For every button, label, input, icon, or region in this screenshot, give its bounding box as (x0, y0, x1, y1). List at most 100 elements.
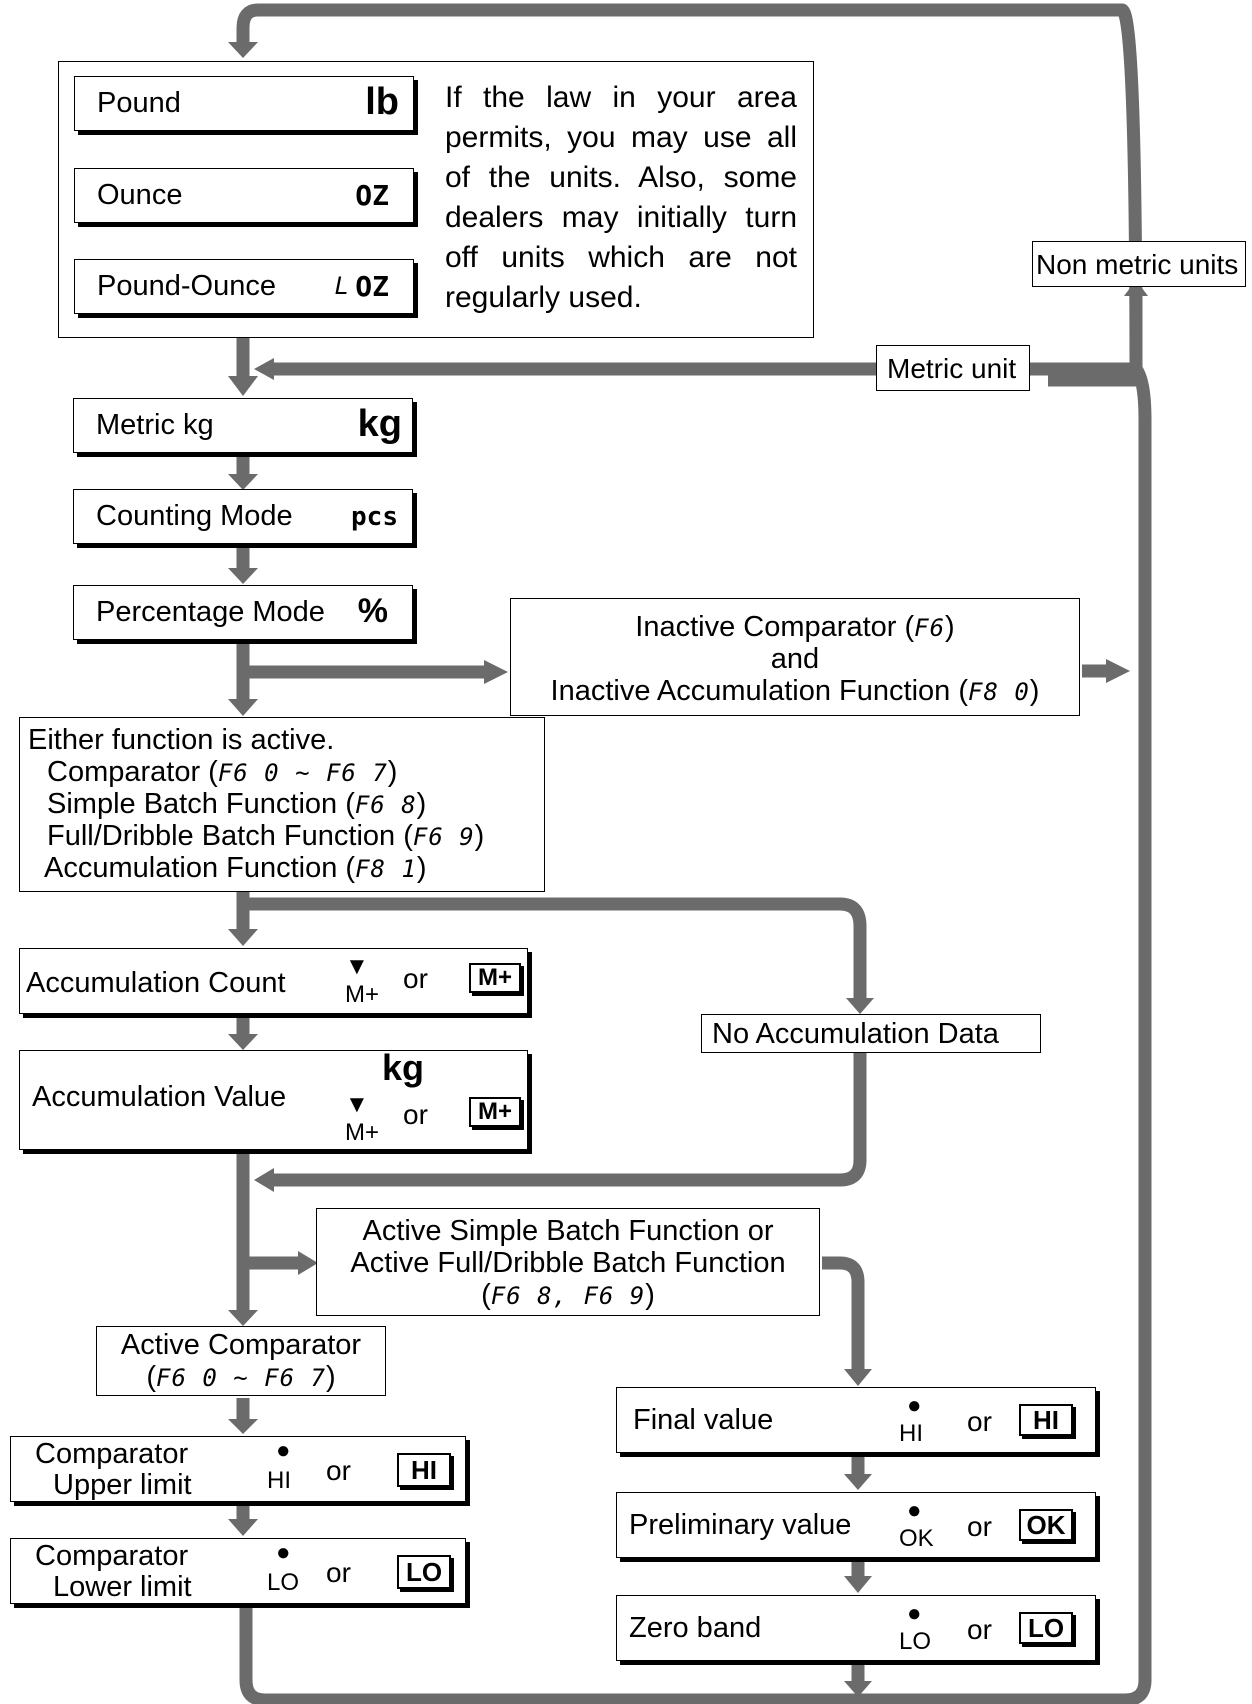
or-text-7: or (967, 1614, 992, 1645)
arrowhead-count (228, 929, 258, 946)
lo-key-icon: LO (397, 1555, 451, 1589)
units-note: If the law in your area permits, you may… (445, 81, 797, 314)
comparator-upper-box: Comparator Upper limit ● HI or HI (10, 1436, 466, 1502)
inactive-functions-box: Inactive Comparator (F6) and Inactive Ac… (510, 598, 1080, 716)
hi-key-icon: HI (397, 1453, 451, 1487)
arrowhead-final (844, 1369, 872, 1386)
non-metric-units-text: Non metric units (1036, 249, 1239, 280)
preliminary-value-label: Preliminary value (629, 1509, 852, 1541)
comparator-upper-line1: Comparator (35, 1438, 189, 1470)
batch-line2: Active Full/Dribble Batch Function (350, 1247, 786, 1279)
code-f8-1: F8 1 (355, 855, 417, 883)
triangle-indicator-icon: ▼ (345, 953, 369, 980)
comparator-line: Comparator (F6 0 ~ F6 7) (47, 756, 398, 788)
inactive-accumulation-line: Inactive Accumulation Function (F8 0) (550, 675, 1040, 707)
unit-box-pound-ounce: Pound-Ounce L OZ (74, 259, 414, 314)
accumulation-line: Accumulation Function (F8 1) (44, 852, 427, 884)
metric-unit-tag: Metric unit (876, 345, 1030, 391)
m-plus-indicator: M+ (345, 981, 380, 1008)
arrowhead-value (228, 1034, 258, 1050)
comparator-upper-line2: Upper limit (53, 1469, 192, 1501)
or-text-4: or (326, 1557, 351, 1588)
simple-batch-line: Simple Batch Function (F6 8) (47, 788, 427, 820)
code-f6-8-f6-9: F6 8, F6 9 (490, 1282, 646, 1310)
metric-unit-text: Metric unit (887, 353, 1017, 384)
arrowhead-noaccum (846, 998, 874, 1014)
lamp-dot-icon-3: ● (907, 1392, 922, 1419)
lamp-dot-icon-4: ● (907, 1497, 922, 1524)
final-value-box: Final value ● HI or HI (616, 1387, 1096, 1453)
hi-lamp-indicator-2: HI (899, 1420, 923, 1447)
accumulation-value-box: Accumulation Value kg ▼ M+ or M+ (19, 1047, 528, 1150)
triangle-indicator-icon-2: ▼ (345, 1091, 369, 1118)
and-text: and (770, 643, 820, 675)
comparator-lower-line1: Comparator (35, 1540, 189, 1572)
arrowhead-kg (228, 376, 258, 396)
pound-ounce-label: Pound-Ounce (97, 270, 276, 302)
lamp-dot-icon-2: ● (276, 1539, 291, 1566)
m-plus-key-icon: M+ (469, 963, 521, 993)
arrowhead-prelim (844, 1474, 872, 1490)
arrowhead-zero (844, 1576, 872, 1593)
zero-band-label: Zero band (629, 1612, 762, 1644)
active-comparator-title: Active Comparator (120, 1329, 362, 1361)
no-accumulation-box: No Accumulation Data (701, 1014, 1041, 1053)
kg-unit-icon: kg (357, 403, 402, 445)
batch-line1: Active Simple Batch Function or (362, 1215, 774, 1247)
l-unit-icon: L (334, 272, 349, 300)
lo-key-icon-2: LO (1019, 1612, 1073, 1644)
arrowhead-either (228, 699, 258, 716)
code-f6: F6 (914, 614, 946, 642)
oz-unit-icon: OZ (355, 179, 389, 212)
arrowhead-top (228, 42, 258, 58)
preliminary-value-box: Preliminary value ● OK or OK (616, 1492, 1096, 1558)
loop-right-line (239, 362, 1152, 1704)
percent-unit-icon: % (357, 592, 388, 630)
lo-lamp-indicator: LO (267, 1569, 300, 1596)
ounce-label: Ounce (97, 179, 183, 211)
lo-lamp-indicator-2: LO (899, 1628, 932, 1655)
non-metric-group: Pound lb Ounce OZ Pound-Ounce L OZ If th… (58, 61, 814, 338)
arrowhead-metric (254, 358, 274, 380)
unit-box-pound: Pound lb (74, 76, 414, 131)
comparator-lower-box: Comparator Lower limit ● LO or LO (10, 1538, 466, 1604)
accumulation-value-label: Accumulation Value (32, 1081, 287, 1113)
to-noaccum-line (243, 897, 867, 1000)
final-value-label: Final value (633, 1404, 774, 1436)
simple-batch-text: Simple Batch Function ( (47, 788, 355, 820)
arrowhead-active (228, 1310, 258, 1326)
oz-unit-icon-2: OZ (355, 270, 389, 303)
active-batch-box: Active Simple Batch Function or Active F… (316, 1208, 820, 1316)
either-head: Either function is active. (28, 724, 335, 756)
active-comparator-code-line: (F6 0 ~ F6 7) (146, 1361, 336, 1393)
arrowhead-counting (228, 474, 258, 490)
accumulation-text: Accumulation Function ( (44, 852, 356, 884)
pcs-unit-icon: pcs (351, 502, 398, 532)
lamp-dot-icon-5: ● (907, 1600, 922, 1627)
arrowhead-end (844, 1681, 872, 1697)
inactive-comparator-text: Inactive Comparator ( (635, 611, 915, 643)
zero-band-box: Zero band ● LO or LO (616, 1595, 1096, 1661)
m-plus-key-icon-2: M+ (469, 1097, 521, 1127)
m-plus-indicator-2: M+ (345, 1119, 380, 1146)
counting-mode-label: Counting Mode (96, 500, 293, 532)
or-text-6: or (967, 1511, 992, 1542)
accumulation-count-box: Accumulation Count ▼ M+ or M+ (19, 948, 528, 1014)
arrowhead-pct (228, 568, 258, 584)
arrowhead-inactive (484, 660, 508, 684)
batch-out-line (822, 1256, 865, 1370)
accumulation-count-label: Accumulation Count (26, 967, 286, 999)
full-batch-line: Full/Dribble Batch Function (F6 9) (47, 820, 485, 852)
inactive-accumulation-text: Inactive Accumulation Function ( (550, 675, 968, 707)
kg-unit-icon-2: kg (382, 1047, 425, 1088)
hi-key-icon-2: HI (1019, 1404, 1073, 1436)
arrowhead-batch (298, 1251, 318, 1275)
full-batch-text: Full/Dribble Batch Function ( (47, 820, 413, 852)
or-text: or (403, 963, 428, 994)
active-comparator-box: Active Comparator (F6 0 ~ F6 7) (96, 1326, 386, 1396)
code-f6-8: F6 8 (354, 791, 417, 819)
ok-lamp-indicator: OK (899, 1525, 934, 1552)
arrowhead-return (254, 1168, 274, 1192)
lamp-dot-icon: ● (276, 1437, 291, 1464)
